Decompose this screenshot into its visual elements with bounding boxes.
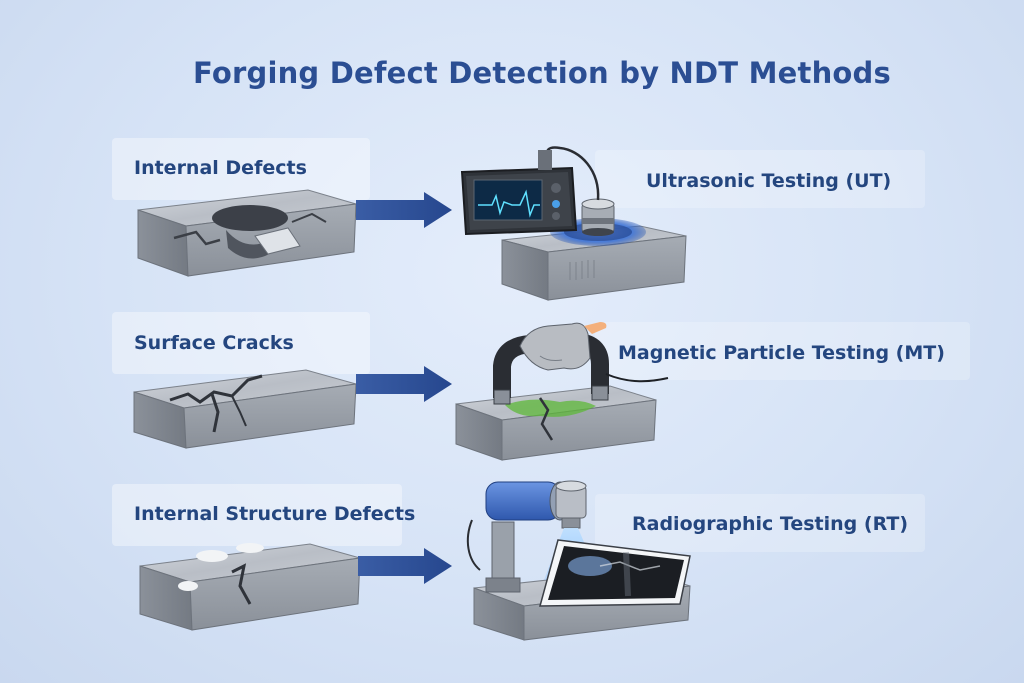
defect-label-structure: Internal Structure Defects	[134, 503, 416, 525]
xray-stand	[466, 519, 521, 593]
steel-block-structure-defects	[139, 543, 361, 631]
row-3-method-panel	[595, 494, 925, 552]
page-title: Forging Defect Detection by NDT Methods	[193, 56, 891, 90]
arrow-row-2	[356, 366, 452, 402]
ultrasonic-probe	[581, 198, 615, 236]
arrow-row-3	[358, 548, 452, 584]
steel-block-surface-cracks	[133, 369, 357, 449]
defect-label-internal: Internal Defects	[134, 157, 307, 179]
method-label-rt: Radiographic Testing (RT)	[632, 513, 909, 535]
radiograph-film	[539, 539, 691, 607]
arrow-row-1	[356, 192, 452, 228]
steel-block-mt	[455, 385, 657, 461]
ut-flaw-detector	[460, 150, 578, 236]
steel-block-internal-defects	[137, 189, 357, 277]
xray-tube	[485, 480, 587, 529]
row-1-label-panel	[112, 138, 370, 200]
method-label-ut: Ultrasonic Testing (UT)	[646, 170, 892, 192]
row-1-method-panel	[595, 150, 925, 208]
gloved-hand	[519, 322, 607, 371]
row-3-label-panel	[112, 484, 402, 546]
row-2-method-panel	[595, 322, 970, 380]
method-label-mt: Magnetic Particle Testing (MT)	[618, 342, 945, 364]
defect-label-surface: Surface Cracks	[134, 332, 294, 354]
row-2-label-panel	[112, 312, 370, 374]
